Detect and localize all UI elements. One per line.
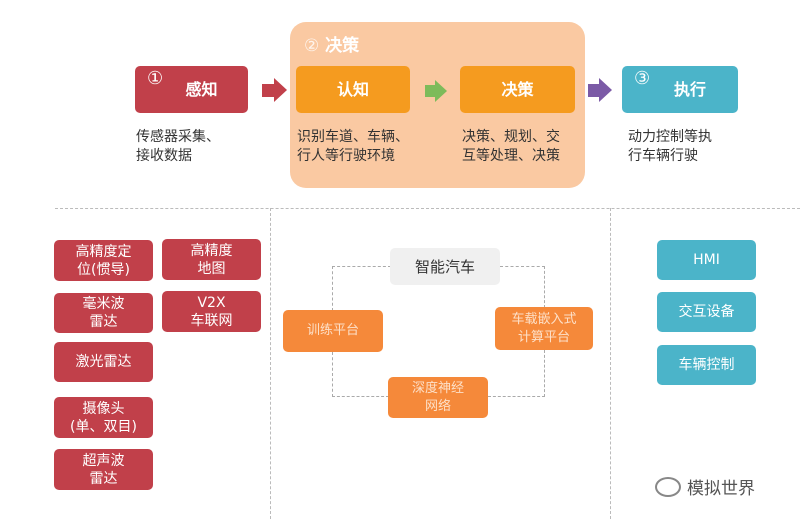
sensor-hd-map: 高精度 地图: [162, 239, 261, 280]
vertical-divider-left: [270, 208, 271, 519]
step-number: ②: [304, 36, 320, 56]
execution-box: ③ 执行: [622, 66, 738, 113]
execution-label: 执行: [673, 79, 706, 99]
decision-group-label: 决策: [325, 36, 360, 56]
cycle-connector-bottom-right: [488, 350, 545, 397]
arrow-red-head-icon: [274, 78, 287, 102]
embedded-platform-box: 车载嵌入式 计算平台: [495, 307, 593, 350]
sensor-v2x: V2X 车联网: [162, 291, 261, 332]
exec-interaction-device: 交互设备: [657, 292, 756, 332]
cycle-connector-bottom-left: [332, 352, 389, 397]
horizontal-divider: [55, 208, 800, 209]
arrow-green-head-icon: [435, 80, 447, 102]
smart-car-box: 智能汽车: [390, 248, 500, 285]
cycle-connector-right: [500, 266, 545, 308]
sensor-mmwave-radar: 毫米波 雷达: [54, 293, 153, 333]
arrow-green-icon: [425, 85, 435, 97]
decision-panel-title: ② 决策: [304, 31, 359, 56]
step-number: ③: [634, 68, 651, 89]
exec-hmi: HMI: [657, 240, 756, 280]
vertical-divider-right: [610, 208, 611, 519]
decision-box: 决策: [460, 66, 575, 113]
sensor-ultrasonic: 超声波 雷达: [54, 449, 153, 490]
training-platform-box: 训练平台: [283, 310, 383, 352]
wechat-icon: [655, 476, 681, 497]
watermark-text: 模拟世界: [687, 479, 755, 499]
sensor-lidar: 激光雷达: [54, 342, 153, 382]
arrow-purple-head-icon: [599, 78, 612, 102]
execution-desc: 动力控制等执 行车辆行驶: [628, 129, 712, 164]
decision-desc: 决策、规划、交 互等处理、决策: [462, 129, 560, 164]
cognition-box: 认知: [296, 66, 410, 113]
watermark: 模拟世界: [655, 474, 755, 499]
perception-desc: 传感器采集、 接收数据: [136, 129, 220, 164]
sensor-imu: 高精度定 位(惯导): [54, 240, 153, 281]
sensor-camera: 摄像头 (单、双目): [54, 397, 153, 438]
cycle-connector-left: [332, 266, 391, 311]
arrow-red-icon: [262, 84, 274, 97]
dnn-box: 深度神经 网络: [388, 377, 488, 418]
arrow-purple-icon: [588, 84, 599, 97]
step-number: ①: [147, 68, 164, 89]
cognition-desc: 识别车道、车辆、 行人等行驶环境: [297, 129, 409, 164]
perception-label: 感知: [185, 79, 218, 99]
exec-vehicle-control: 车辆控制: [657, 345, 756, 385]
perception-box: ① 感知: [135, 66, 248, 113]
